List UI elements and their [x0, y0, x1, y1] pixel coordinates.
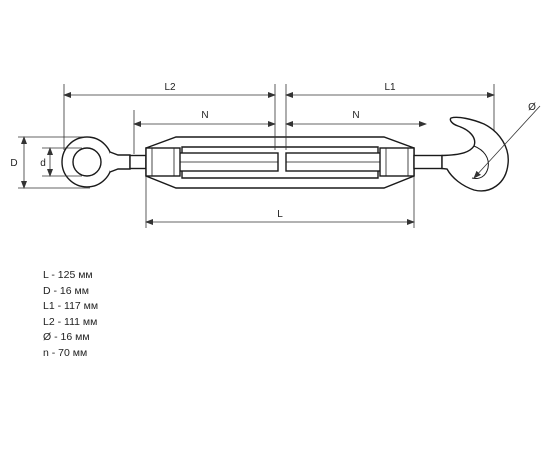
label-D: D [10, 158, 17, 169]
hook-threaded-rod [413, 154, 443, 170]
eye-neck [109, 151, 131, 173]
label-diameter: Ø [528, 102, 536, 113]
eye-threaded-rod [129, 154, 147, 170]
label-N-left: N [201, 110, 208, 121]
eye-hole [72, 147, 102, 177]
boss-left [145, 147, 181, 177]
spec-outer-diameter: D - 16 мм [43, 284, 89, 297]
boss-right [379, 147, 415, 177]
spec-list: L - 125 мм D - 16 мм L1 - 117 мм L2 - 11… [43, 268, 98, 362]
label-L1: L1 [384, 82, 396, 93]
hook-end [413, 116, 509, 192]
eye-end [61, 136, 147, 188]
hook-body [441, 116, 509, 192]
label-L: L [277, 209, 283, 220]
label-N-right: N [352, 110, 359, 121]
turnbuckle-drawing: L2 L1 N N L D d Ø [10, 82, 541, 228]
label-d: d [40, 158, 46, 169]
dim-line-diameter [473, 105, 541, 179]
turnbuckle-body [145, 136, 415, 189]
spec-length: L - 125 мм [43, 269, 93, 281]
spec-l1: L1 - 117 мм [43, 300, 99, 313]
dimension-lines [18, 84, 541, 228]
label-L2: L2 [164, 82, 176, 93]
spec-n: n - 70 мм [43, 346, 88, 359]
spec-hook-diameter: Ø - 16 мм [43, 331, 90, 344]
spec-l2: L2 - 111 мм [43, 315, 98, 328]
